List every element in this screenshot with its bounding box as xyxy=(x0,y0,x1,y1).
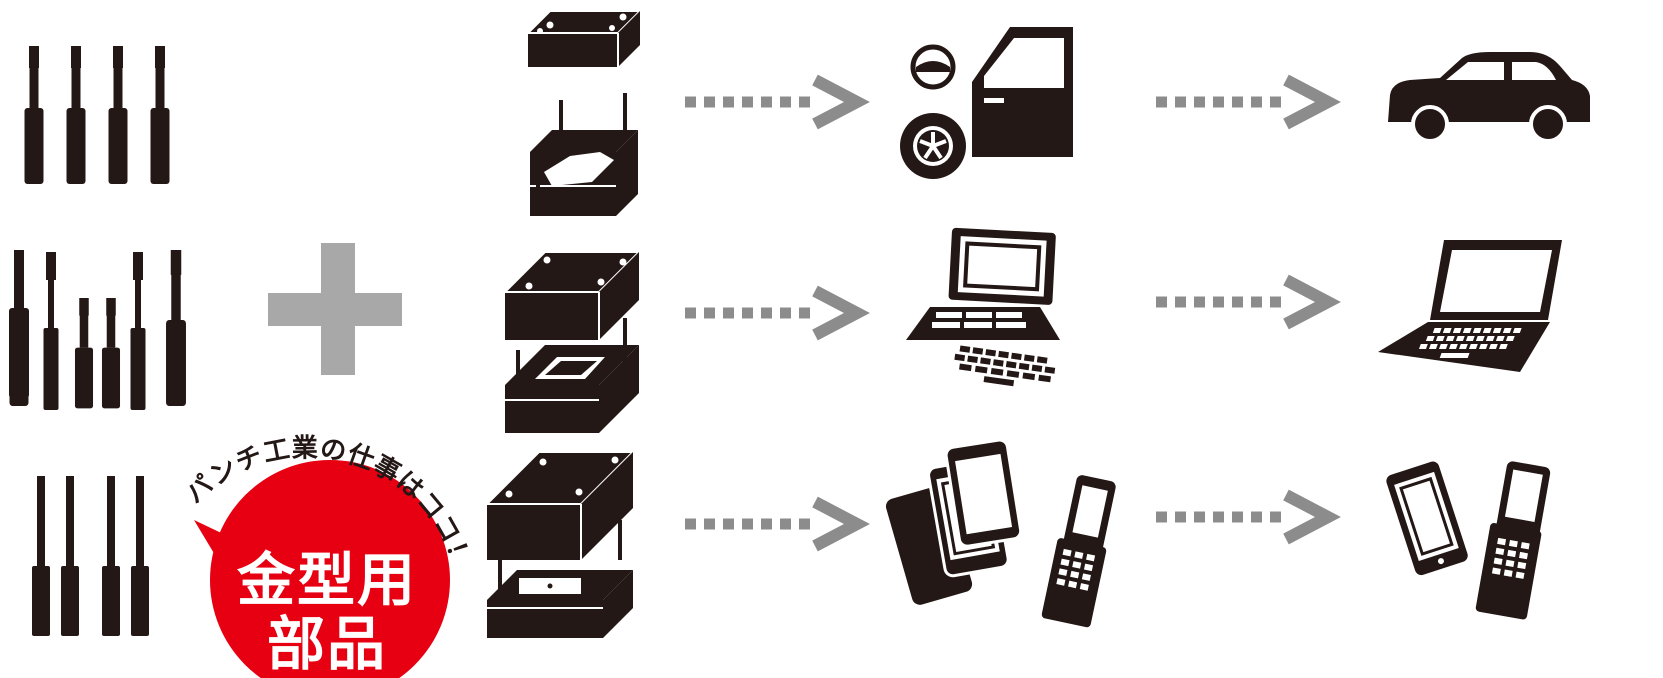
arrow-parts-to-product-1 xyxy=(1156,80,1328,124)
arrow-mold-to-parts-2 xyxy=(685,291,857,335)
arrow-mold-to-parts-1 xyxy=(685,80,857,124)
car-parts-icon xyxy=(900,27,1073,179)
arrow-parts-to-product-2 xyxy=(1156,280,1328,324)
phone-icon xyxy=(1383,458,1551,620)
mold-row-1 xyxy=(527,10,641,216)
car-icon xyxy=(1388,52,1590,143)
laptop-parts-icon xyxy=(906,227,1060,387)
badge-title-line-2: 部品 xyxy=(266,610,387,678)
arrow-parts-to-product-3 xyxy=(1156,495,1328,539)
plus-icon xyxy=(268,243,402,375)
mold-row-3 xyxy=(484,451,636,638)
pin-set-row-1 xyxy=(24,46,170,184)
mold-row-2 xyxy=(502,251,642,433)
laptop-icon xyxy=(1378,240,1562,372)
pin-set-row-2 xyxy=(9,250,186,410)
phone-parts-icon xyxy=(885,438,1116,628)
arrow-mold-to-parts-3 xyxy=(685,502,857,546)
pin-set-row-3 xyxy=(32,476,149,636)
badge-title-line-1: 金型用 xyxy=(236,546,417,614)
badge-title: 金型用 部品 xyxy=(214,548,440,676)
